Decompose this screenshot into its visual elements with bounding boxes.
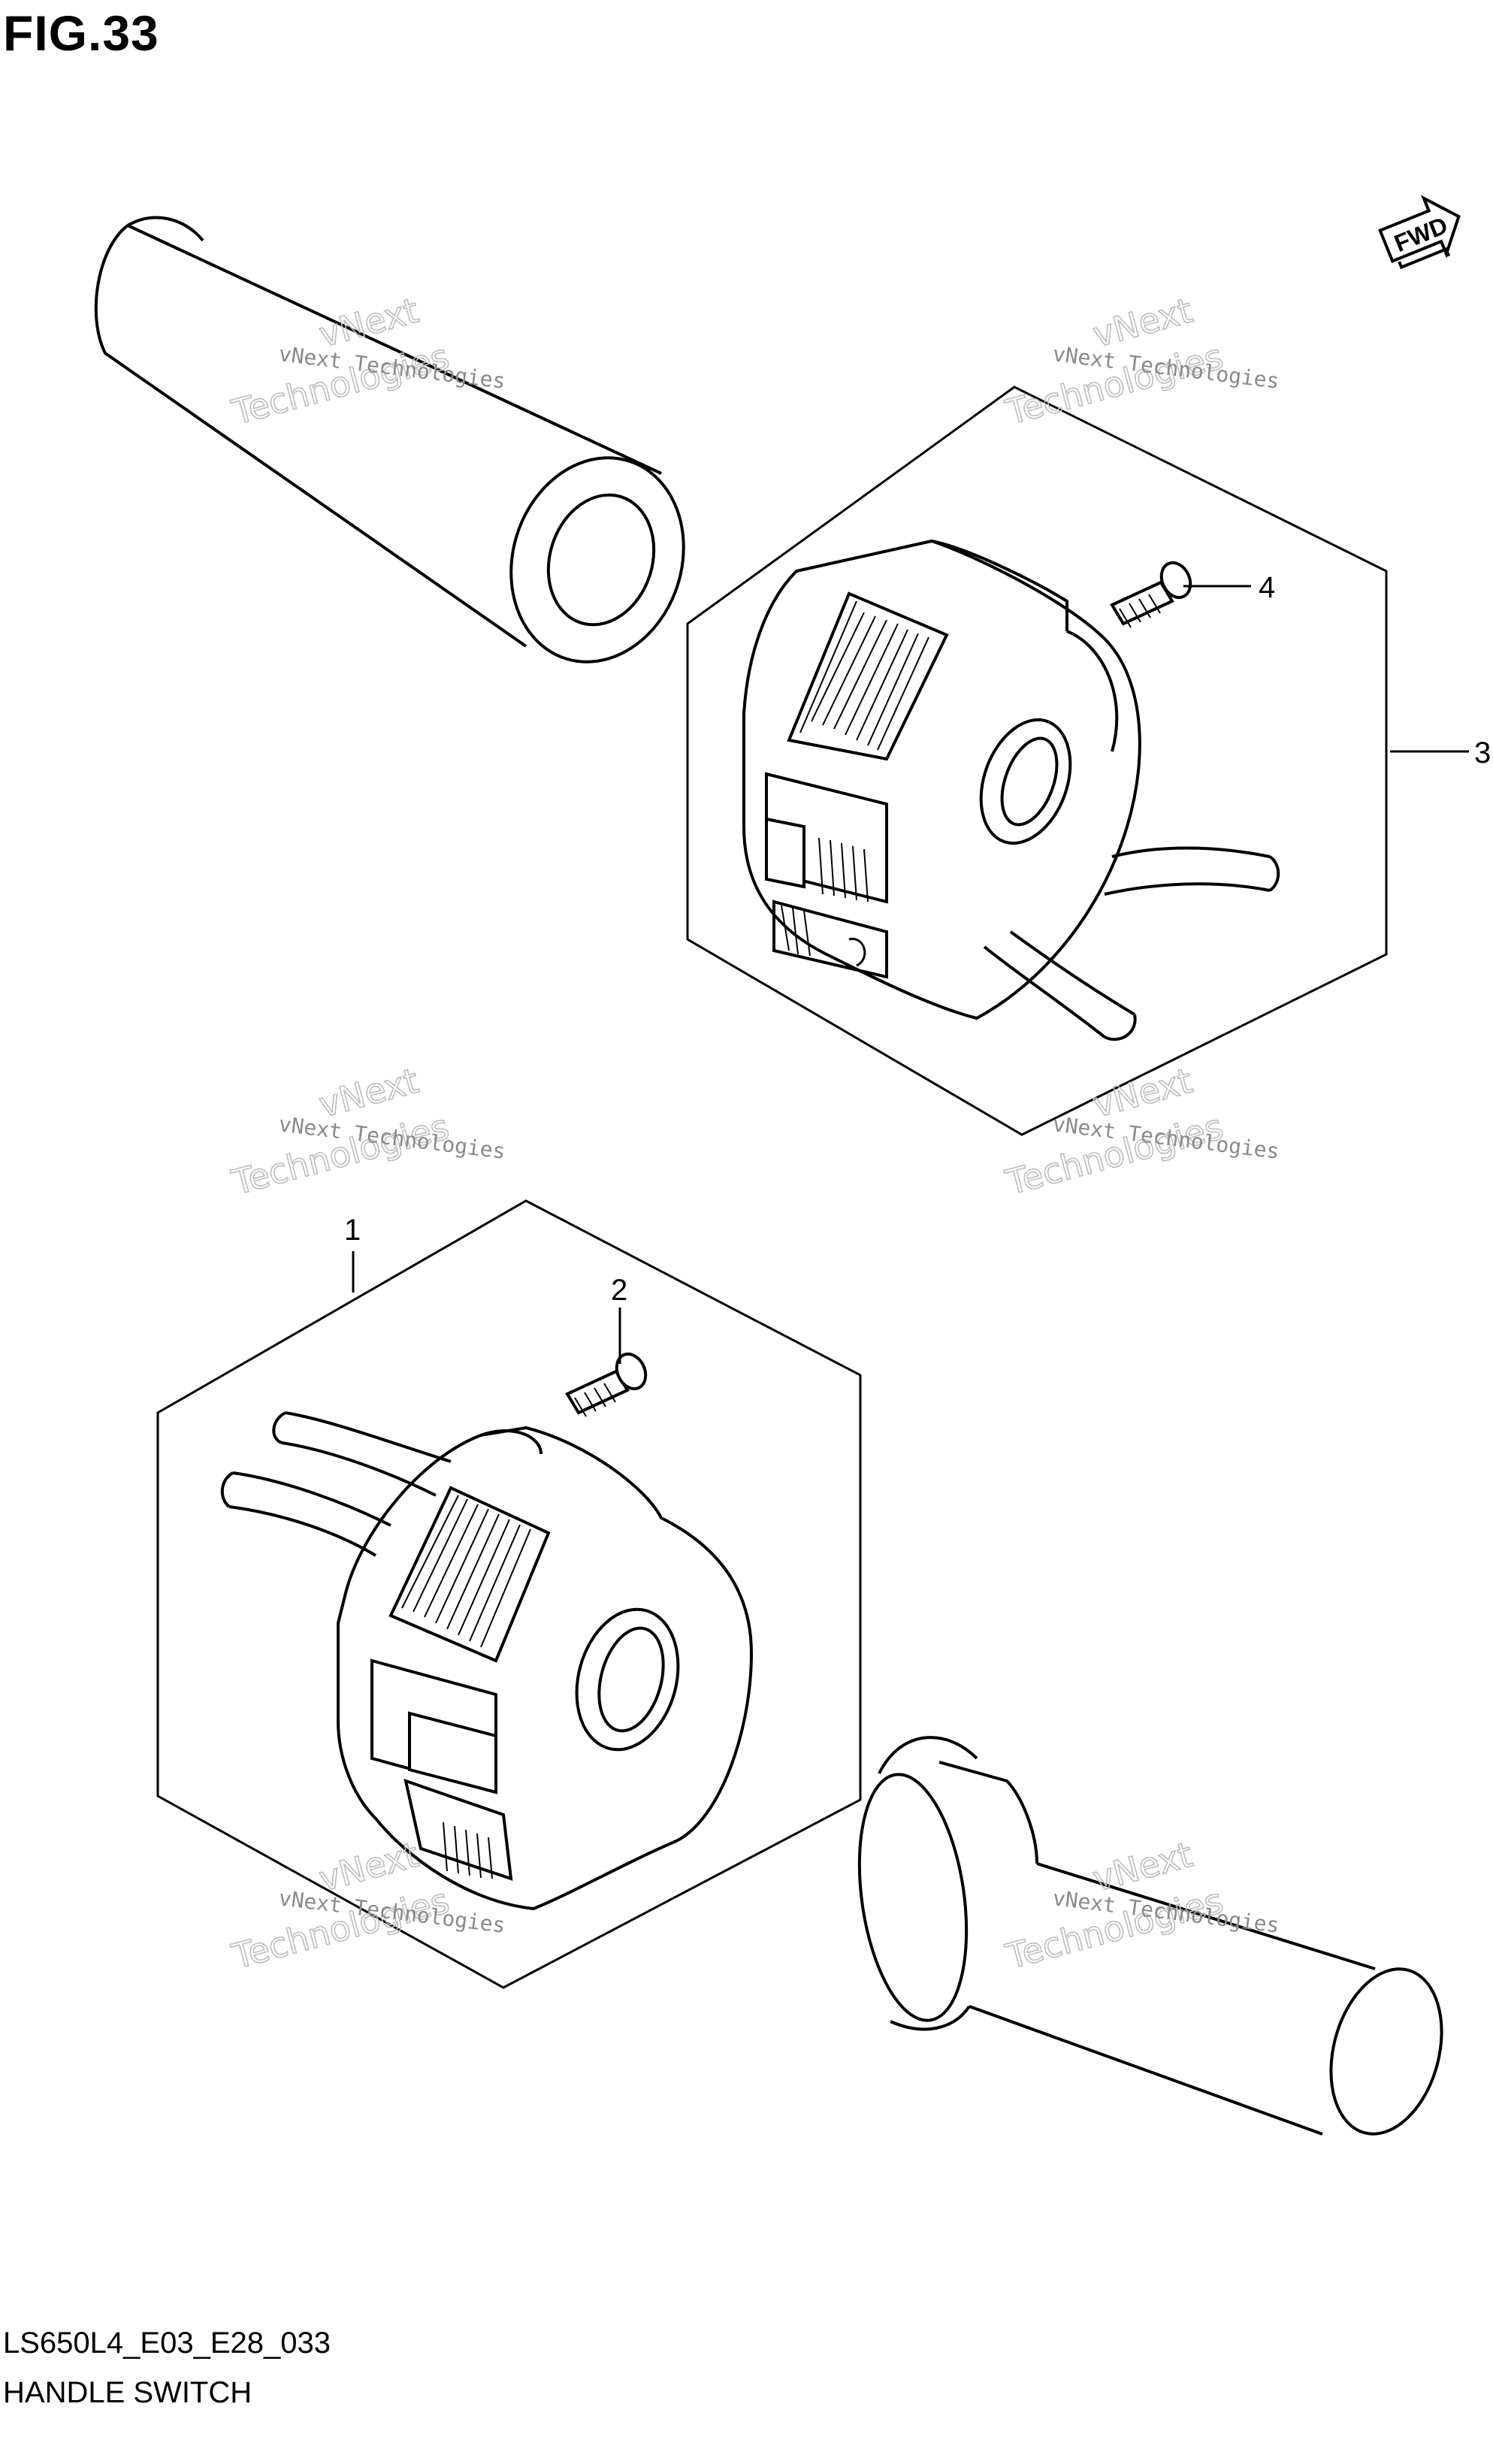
- left-switch-assembly: [156, 1199, 862, 1989]
- screw-part-2: [565, 1352, 648, 1417]
- right-grip: [857, 1736, 1443, 2136]
- callout-3: 3: [1474, 736, 1491, 769]
- figure-name: HANDLE SWITCH: [3, 2376, 252, 2409]
- callout-leaders: [352, 585, 1469, 1364]
- watermark-3: vNext Technologies vNext Technologies: [227, 1060, 506, 1204]
- fwd-arrow-icon: FWD: [1378, 195, 1461, 270]
- callout-1: 1: [344, 1214, 361, 1247]
- watermark-5: vNext Technologies vNext Technologies: [227, 1834, 506, 1978]
- watermark-1: vNext Technologies vNext Technologies: [227, 289, 506, 434]
- right-switch-assembly: [686, 385, 1388, 1136]
- screw-part-4: [1110, 561, 1192, 628]
- watermark-2: vNext Technologies vNext Technologies: [1001, 289, 1280, 434]
- figure-title: FIG.33: [3, 5, 159, 61]
- watermark-6: vNext Technologies vNext Technologies: [1001, 1834, 1280, 1978]
- left-grip: [94, 216, 685, 664]
- callout-4: 4: [1259, 571, 1275, 604]
- figure-code: LS650L4_E03_E28_033: [3, 2326, 331, 2360]
- watermark-4: vNext Technologies vNext Technologies: [1001, 1060, 1280, 1204]
- callout-2: 2: [611, 1274, 627, 1307]
